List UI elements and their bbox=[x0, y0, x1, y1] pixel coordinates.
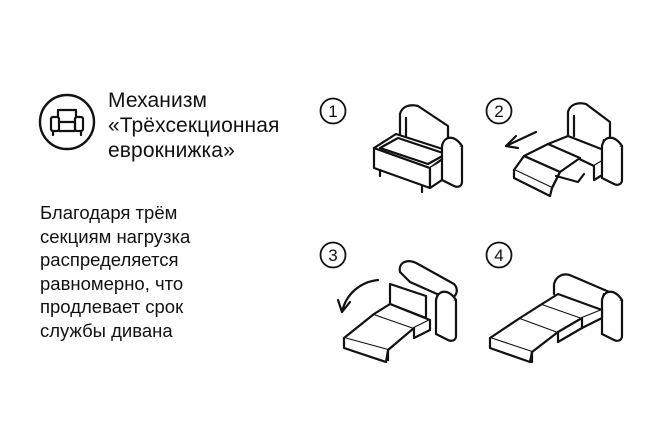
description-line: распределяется bbox=[40, 249, 179, 271]
step-2-number-badge: 2 bbox=[485, 97, 513, 125]
sofa-folded bbox=[372, 104, 464, 194]
step-2-diagram: 2 bbox=[485, 97, 624, 198]
step-1-diagram: 1 bbox=[319, 97, 464, 194]
sofa-unfolded-bed bbox=[488, 273, 624, 364]
rotate-arrow-icon bbox=[336, 278, 380, 314]
description-line: Благодаря трём bbox=[40, 202, 178, 223]
armchair-badge-icon bbox=[38, 93, 96, 151]
mechanism-title: Механизм «Трёхсекционная еврокнижка» bbox=[108, 88, 318, 163]
step-3-number-badge: 3 bbox=[319, 241, 347, 269]
step-4-number-badge: 4 bbox=[485, 241, 513, 269]
title-line-1: Механизм bbox=[108, 89, 208, 112]
step-number: 4 bbox=[494, 246, 503, 265]
step-number: 2 bbox=[494, 102, 503, 121]
step-number: 3 bbox=[328, 246, 337, 265]
description-line: продлевает срок bbox=[40, 296, 184, 318]
description-line: равномерно, что bbox=[40, 272, 184, 294]
title-line-2: «Трёхсекционная bbox=[108, 114, 280, 137]
step-3-diagram: 3 bbox=[319, 241, 458, 364]
step-1-number-badge: 1 bbox=[319, 97, 347, 125]
arrow-left-icon bbox=[504, 130, 538, 150]
mechanism-description: Благодаря трём секциям нагрузка распреде… bbox=[40, 201, 275, 343]
step-4-diagram: 4 bbox=[485, 241, 624, 364]
title-line-3: еврокнижка» bbox=[108, 139, 235, 162]
sofa-backrest-folding bbox=[342, 260, 458, 364]
sofa-pulled-out bbox=[512, 102, 624, 198]
description-line: секциям нагрузка bbox=[40, 225, 191, 247]
description-line: службы дивана bbox=[40, 319, 173, 341]
step-number: 1 bbox=[328, 102, 337, 121]
